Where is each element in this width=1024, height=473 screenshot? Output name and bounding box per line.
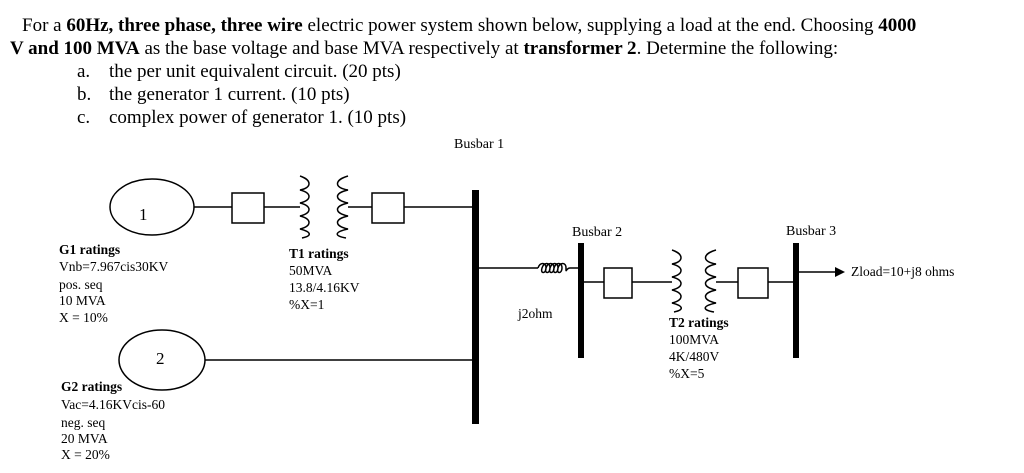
g1-breaker bbox=[231, 192, 265, 224]
item-text: the generator 1 current. (10 pts) bbox=[109, 84, 350, 105]
t2-secondary-coil bbox=[704, 249, 717, 313]
g1-reactance: X = 10% bbox=[59, 310, 108, 325]
g2-ratings-title: G2 ratings bbox=[61, 379, 123, 394]
question-emphasis: 4000 bbox=[878, 15, 917, 36]
load-label: Zload=10+j8 ohms bbox=[851, 264, 955, 279]
item-letter: c. bbox=[77, 107, 91, 128]
line-impedance-label: j2ohm bbox=[518, 306, 553, 321]
g2-voltage: Vac=4.16KVcis-60 bbox=[61, 397, 165, 412]
question-text: . Determine the following: bbox=[636, 38, 839, 59]
t2-primary-coil bbox=[671, 249, 682, 313]
g2-sequence: neg. seq bbox=[61, 415, 106, 430]
question-text: electric power system shown below, suppl… bbox=[302, 15, 879, 36]
question-line-2: V and 100 MVA as the base voltage and ba… bbox=[10, 37, 838, 60]
t1-breaker bbox=[371, 192, 405, 224]
t2-breaker-2 bbox=[737, 267, 769, 299]
load-arrow-icon bbox=[835, 267, 845, 277]
g2-reactance: X = 20% bbox=[61, 447, 110, 462]
question-line-1: For a 60Hz, three phase, three wire elec… bbox=[22, 14, 916, 37]
busbar-1-label: Busbar 1 bbox=[454, 137, 505, 152]
question-item-a: a. the per unit equivalent circuit. (20 p… bbox=[77, 60, 401, 83]
generator-1-number: 1 bbox=[139, 205, 148, 224]
busbar-2-label: Busbar 2 bbox=[572, 225, 623, 240]
t2-mva: 100MVA bbox=[669, 332, 720, 347]
t1-ratings-title: T1 ratings bbox=[289, 246, 349, 261]
t1-primary-coil bbox=[299, 175, 310, 239]
item-text: the per unit equivalent circuit. (20 pts… bbox=[109, 61, 401, 82]
t2-ratings-title: T2 ratings bbox=[669, 315, 729, 330]
busbar-3 bbox=[793, 243, 799, 358]
g1-voltage: Vnb=7.967cis30KV bbox=[59, 259, 169, 274]
g1-sequence: pos. seq bbox=[59, 277, 103, 292]
t1-mva: 50MVA bbox=[289, 263, 333, 278]
busbar-2 bbox=[578, 243, 584, 358]
question-emphasis: 60Hz, three phase, three wire bbox=[66, 15, 303, 36]
busbar-3-label: Busbar 3 bbox=[786, 224, 837, 239]
item-letter: a. bbox=[77, 61, 91, 82]
question-item-c: c. complex power of generator 1. (10 pts) bbox=[77, 106, 406, 129]
question-item-b: b. the generator 1 current. (10 pts) bbox=[77, 83, 350, 106]
question-emphasis: V and 100 MVA bbox=[10, 38, 140, 59]
g1-mva: 10 MVA bbox=[59, 293, 106, 308]
g1-ratings-title: G1 ratings bbox=[59, 242, 121, 257]
item-text: complex power of generator 1. (10 pts) bbox=[109, 107, 407, 128]
question-text: as the base voltage and base MVA respect… bbox=[139, 38, 524, 59]
busbar-1 bbox=[472, 190, 479, 424]
t1-secondary-coil bbox=[336, 175, 349, 239]
t1-voltage-ratio: 13.8/4.16KV bbox=[289, 280, 360, 295]
t1-reactance: %X=1 bbox=[289, 297, 325, 312]
generator-2-number: 2 bbox=[156, 349, 165, 368]
t2-breaker bbox=[603, 267, 633, 299]
question-text: For a bbox=[22, 15, 67, 36]
item-letter: b. bbox=[77, 84, 92, 105]
t2-reactance: %X=5 bbox=[669, 366, 705, 381]
generator-1-symbol bbox=[109, 178, 195, 236]
question-emphasis: transformer 2 bbox=[523, 38, 637, 59]
g2-mva: 20 MVA bbox=[61, 431, 108, 446]
line-reactor-coil bbox=[537, 262, 571, 274]
t2-voltage-ratio: 4K/480V bbox=[669, 349, 720, 364]
